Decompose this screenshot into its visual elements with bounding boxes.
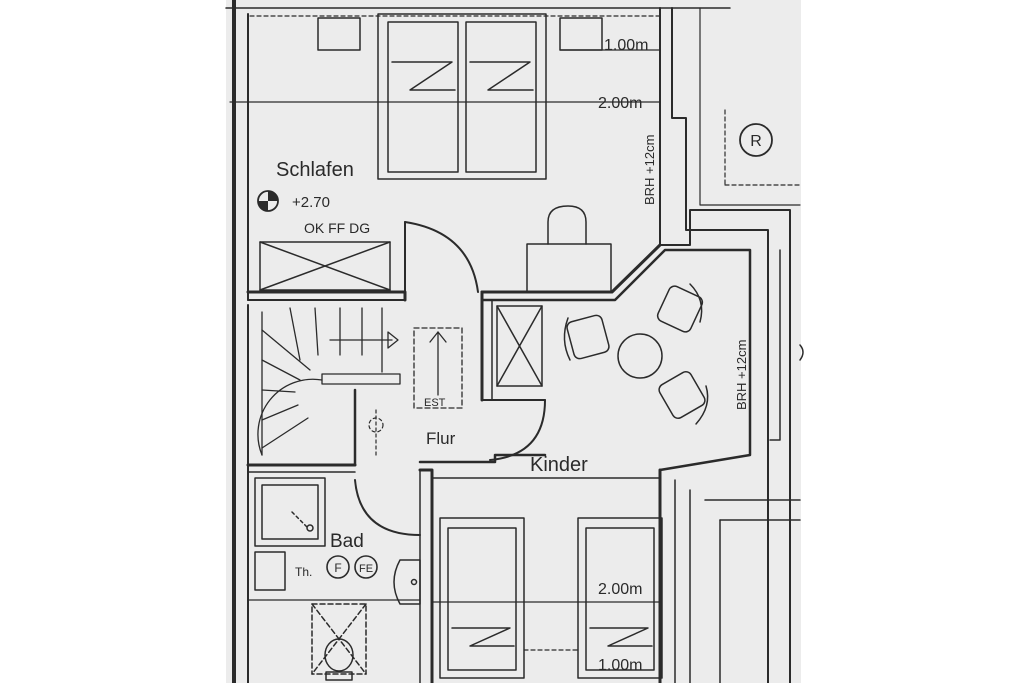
shower bbox=[254, 477, 326, 547]
outer-left-wall bbox=[232, 0, 249, 683]
est-label: EST bbox=[424, 397, 446, 409]
shaft bbox=[496, 305, 543, 387]
edge-mark bbox=[799, 344, 804, 361]
dimension-bottom-2m: 2.00m bbox=[598, 581, 642, 598]
paper-sheet bbox=[226, 0, 801, 683]
level-reference: OK FF DG bbox=[304, 220, 370, 236]
lower-right-walls bbox=[658, 468, 801, 683]
level-symbol-icon bbox=[257, 190, 279, 212]
f-label: F bbox=[334, 561, 341, 575]
outer-right-wall bbox=[659, 7, 801, 683]
bathtub-cabinet bbox=[254, 551, 286, 591]
dimension-bottom-1m: 1.00m bbox=[598, 657, 642, 674]
top-wall-strip bbox=[225, 7, 731, 17]
staircase bbox=[257, 307, 401, 456]
wardrobe bbox=[259, 241, 391, 291]
dimension-top-1m: 1.00m bbox=[604, 37, 648, 54]
doors bbox=[354, 221, 546, 536]
r-circle bbox=[739, 123, 773, 157]
dimension-top-2m: 2.00m bbox=[598, 95, 642, 112]
room-label-flur: Flur bbox=[426, 429, 456, 448]
single-bed-right bbox=[577, 517, 663, 679]
r-label: R bbox=[750, 133, 762, 150]
double-bed bbox=[317, 13, 603, 180]
room-label-kinder: Kinder bbox=[530, 454, 588, 476]
room-label-schlafen: Schlafen bbox=[276, 159, 354, 181]
fe-label: FE bbox=[359, 563, 373, 575]
single-bed-left bbox=[439, 517, 525, 679]
fe-circle bbox=[354, 555, 378, 579]
th-label: Th. bbox=[295, 565, 312, 579]
level-value: +2.70 bbox=[292, 194, 330, 211]
lamp-symbol bbox=[368, 409, 384, 456]
desk bbox=[526, 205, 612, 293]
labels: Schlafen +2.70 OK FF DG Flur Kinder Bad … bbox=[276, 37, 762, 674]
toilet bbox=[311, 603, 367, 681]
est-symbol bbox=[429, 331, 447, 396]
brh-label-right: BRH +12cm bbox=[734, 340, 749, 410]
brh-label-top: BRH +12cm bbox=[642, 135, 657, 205]
room-label-bad: Bad bbox=[330, 531, 364, 552]
table-set bbox=[563, 283, 709, 425]
sink bbox=[393, 559, 421, 605]
est-box bbox=[413, 327, 463, 409]
f-circle bbox=[326, 555, 350, 579]
